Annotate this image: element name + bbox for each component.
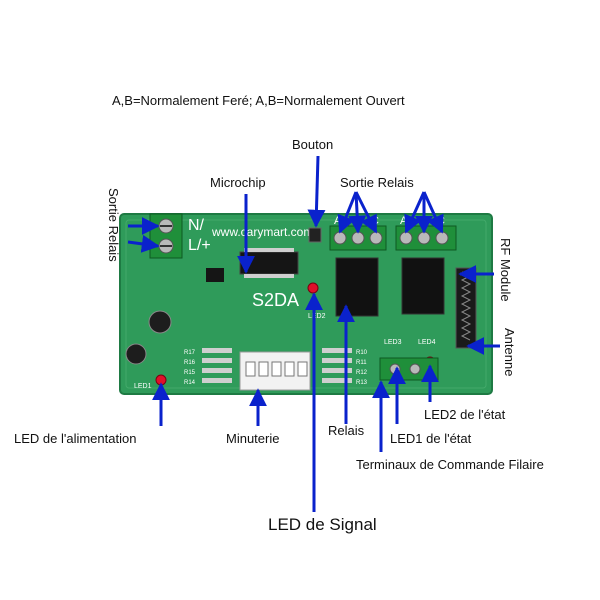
signal-led <box>307 282 319 294</box>
small-ic <box>206 268 224 282</box>
resistor-r15: R15 <box>184 370 196 376</box>
relay-1 <box>335 257 379 317</box>
led1-silk: LED1 <box>134 383 152 390</box>
label-relais: Relais <box>328 423 365 438</box>
led2-silk: LED2 <box>308 313 326 320</box>
button-switch <box>308 227 322 243</box>
power-led <box>155 374 167 386</box>
resistor-r11: R11 <box>356 360 367 366</box>
led3-silk: LED3 <box>384 339 402 346</box>
relay-2 <box>401 257 445 315</box>
resistor-r12: R12 <box>356 370 368 376</box>
resistor-r13: R13 <box>356 380 368 386</box>
label-minuterie: Minuterie <box>226 431 280 446</box>
resistor-r16: R16 <box>184 360 196 366</box>
label-bouton: Bouton <box>292 137 334 152</box>
rf-module <box>455 267 477 349</box>
header-legend: A,B=Normalement Feré; A,B=Normalement Ou… <box>112 93 405 108</box>
label-led2-etat: LED2 de l'état <box>424 407 506 422</box>
relay-terminal-2 <box>395 225 457 251</box>
label-terminaux: Terminaux de Commande Filaire <box>356 457 544 472</box>
label-sortie-relais-left: Sortie Relais <box>106 188 121 262</box>
label-led-signal: LED de Signal <box>268 515 377 534</box>
label-rf-module: RF Module <box>498 238 513 302</box>
website-silk: www.carymart.com <box>211 225 313 239</box>
resistor-r14: R14 <box>184 380 196 386</box>
timer-dip-switch <box>239 351 311 391</box>
terminal-label-l: L/+ <box>188 237 211 254</box>
label-led-alimentation: LED de l'alimentation <box>14 431 137 446</box>
callout-arrows <box>127 155 500 512</box>
capacitor-1 <box>148 310 172 334</box>
resistor-r10: R10 <box>356 350 368 356</box>
terminal-label-n: N/ <box>188 217 205 234</box>
label-microchip: Microchip <box>210 175 266 190</box>
capacitor-2 <box>125 343 147 365</box>
resistor-bank-right <box>322 348 352 383</box>
label-sortie-relais-top: Sortie Relais <box>340 175 414 190</box>
power-terminal-block <box>149 213 183 259</box>
relay1-letter-a: A <box>334 215 342 227</box>
microchip-ic <box>239 248 299 278</box>
resistor-r17: R17 <box>184 350 196 356</box>
label-led1-etat: LED1 de l'état <box>390 431 472 446</box>
label-antenne: Antenne <box>502 328 517 377</box>
led4-silk: LED4 <box>418 339 436 346</box>
resistor-bank-left <box>202 348 232 383</box>
model-silk: S2DA <box>252 290 299 310</box>
relay2-letter-a: A <box>400 215 408 227</box>
pcb-board: N/ L/+ www.carymart.com S2DA A <box>119 213 493 395</box>
